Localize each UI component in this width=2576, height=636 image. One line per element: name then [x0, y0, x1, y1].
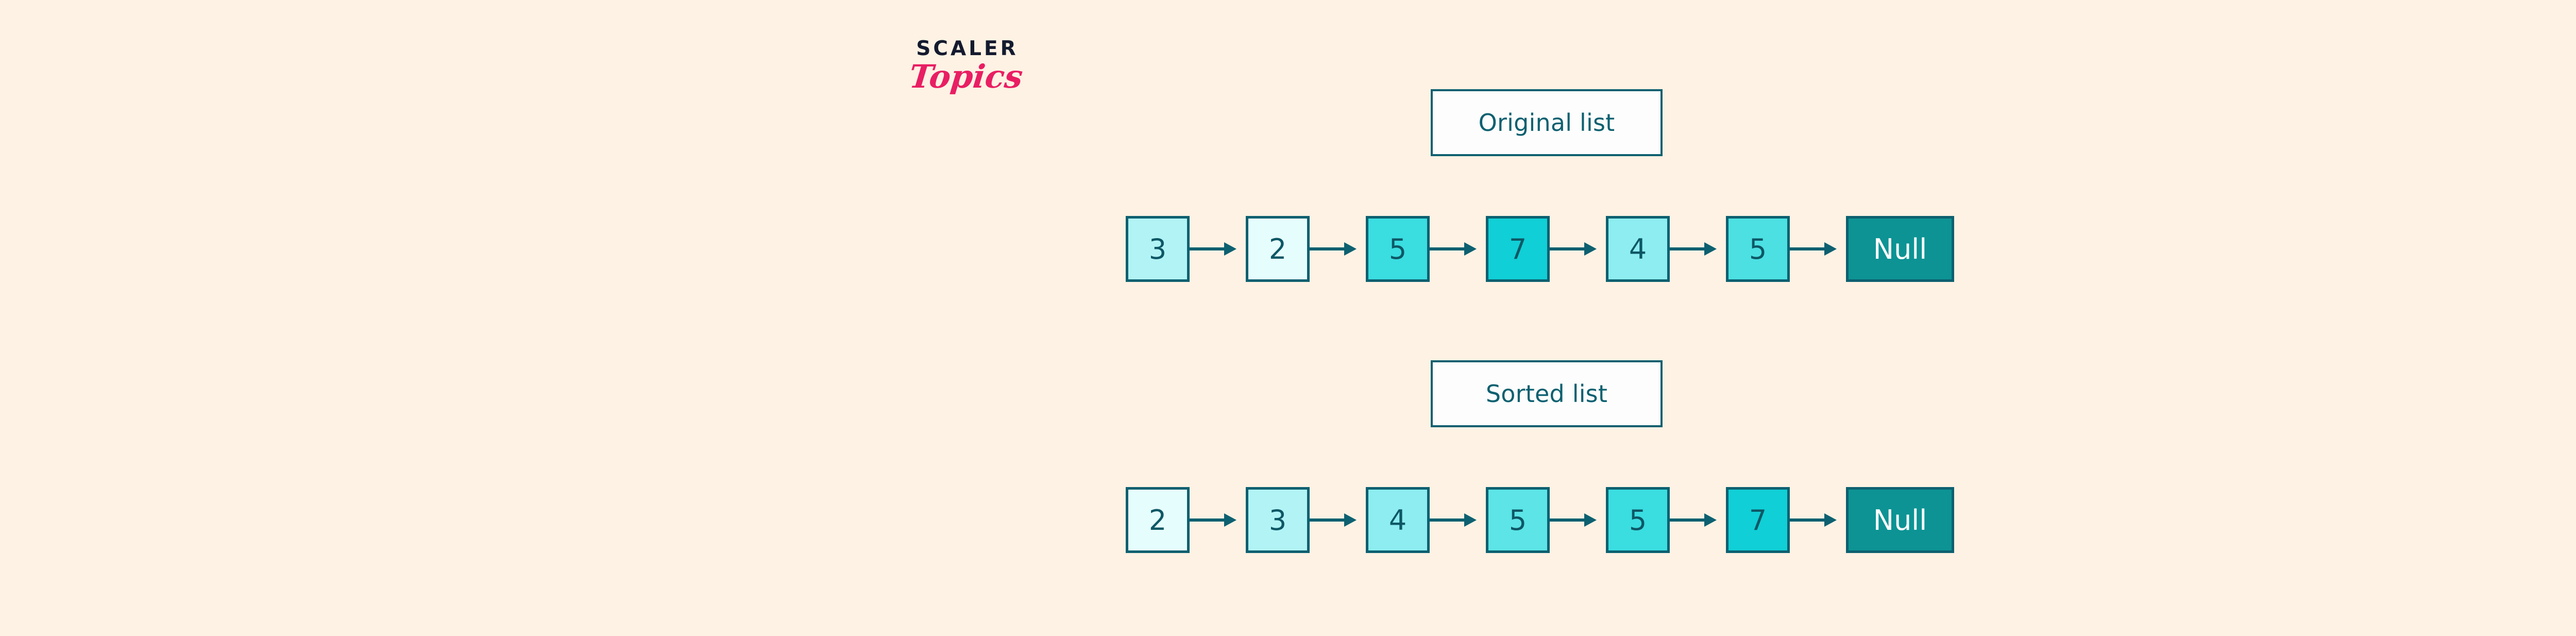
- scaler-topics-logo: SCALER Topics: [899, 37, 1033, 95]
- next-pointer-arrow-icon: [1550, 513, 1606, 527]
- list-node: 3: [1126, 216, 1190, 282]
- next-pointer-arrow-icon: [1310, 513, 1366, 527]
- arrow-shaft: [1430, 247, 1470, 250]
- arrow-head: [1584, 242, 1597, 256]
- next-pointer-arrow-icon: [1190, 242, 1246, 256]
- arrow-head: [1584, 513, 1597, 527]
- null-terminator-node: Null: [1846, 487, 1954, 553]
- next-pointer-arrow-icon: [1790, 513, 1846, 527]
- arrow-shaft: [1670, 247, 1710, 250]
- next-pointer-arrow-icon: [1430, 242, 1486, 256]
- arrow-shaft: [1550, 518, 1590, 522]
- list-node: 5: [1486, 487, 1550, 553]
- list-node: 5: [1726, 216, 1790, 282]
- next-pointer-arrow-icon: [1430, 513, 1486, 527]
- original-list-caption: Original list: [1431, 89, 1663, 156]
- arrow-shaft: [1190, 518, 1230, 522]
- logo-scaler-wordmark: SCALER: [916, 37, 1019, 60]
- null-terminator-node: Null: [1846, 216, 1954, 282]
- arrow-head: [1704, 513, 1717, 527]
- arrow-shaft: [1790, 518, 1831, 522]
- arrow-shaft: [1790, 247, 1831, 250]
- list-node: 2: [1246, 216, 1310, 282]
- arrow-head: [1344, 242, 1357, 256]
- arrow-head: [1464, 242, 1477, 256]
- list-node: 7: [1726, 487, 1790, 553]
- arrow-head: [1824, 513, 1837, 527]
- list-node: 3: [1246, 487, 1310, 553]
- list-node: 2: [1126, 487, 1190, 553]
- list-node: 4: [1366, 487, 1430, 553]
- logo-topics-wordmark: Topics: [907, 58, 1025, 95]
- next-pointer-arrow-icon: [1310, 242, 1366, 256]
- arrow-shaft: [1310, 247, 1350, 250]
- arrow-shaft: [1430, 518, 1470, 522]
- arrow-head: [1344, 513, 1357, 527]
- next-pointer-arrow-icon: [1670, 242, 1726, 256]
- list-node: 5: [1606, 487, 1670, 553]
- list-node: 7: [1486, 216, 1550, 282]
- arrow-head: [1464, 513, 1477, 527]
- arrow-head: [1704, 242, 1717, 256]
- sorted-list-caption: Sorted list: [1431, 360, 1663, 427]
- next-pointer-arrow-icon: [1550, 242, 1606, 256]
- next-pointer-arrow-icon: [1670, 513, 1726, 527]
- arrow-shaft: [1550, 247, 1590, 250]
- arrow-shaft: [1190, 247, 1230, 250]
- arrow-shaft: [1670, 518, 1710, 522]
- arrow-head: [1224, 242, 1236, 256]
- list-node: 4: [1606, 216, 1670, 282]
- list-node: 5: [1366, 216, 1430, 282]
- arrow-shaft: [1310, 518, 1350, 522]
- next-pointer-arrow-icon: [1790, 242, 1846, 256]
- arrow-head: [1224, 513, 1236, 527]
- arrow-head: [1824, 242, 1837, 256]
- next-pointer-arrow-icon: [1190, 513, 1246, 527]
